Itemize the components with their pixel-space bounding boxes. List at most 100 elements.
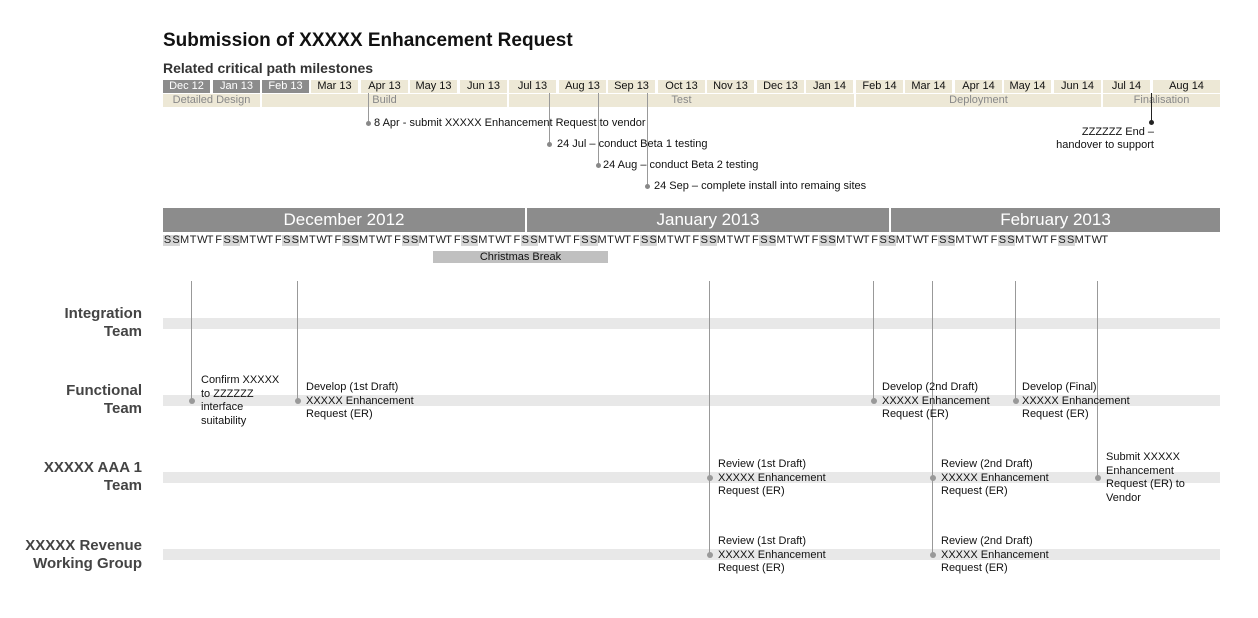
event-label-line: XXXXX Enhancement	[306, 394, 414, 407]
event-label-line: XXXXX Enhancement	[882, 394, 990, 407]
calendar-day: F	[811, 234, 819, 246]
calendar-day: T	[905, 234, 912, 246]
calendar-day: W	[614, 234, 625, 246]
calendar-day: M	[478, 234, 487, 246]
calendar-day: S	[946, 234, 956, 246]
calendar-day: F	[334, 234, 342, 246]
event-label-submit: Submit XXXXX Enhancement Request (ER) to…	[1106, 451, 1185, 505]
event-line	[297, 281, 298, 401]
event-label-line: Request (ER)	[718, 562, 785, 574]
milestone-label: 24 Aug – conduct Beta 2 testing	[603, 159, 759, 171]
event-line	[191, 281, 192, 401]
calendar-month-jan: January 2013	[527, 208, 889, 232]
month-cell: Jul 13	[509, 80, 556, 93]
event-marker	[1013, 398, 1019, 404]
milestone-marker	[366, 121, 371, 126]
event-label-develop-1st: Develop (1st Draft) XXXXX Enhancement Re…	[306, 381, 414, 422]
calendar-day: W	[793, 234, 804, 246]
calendar-day: W	[1032, 234, 1042, 246]
calendar-day: W	[197, 234, 207, 246]
event-marker	[871, 398, 877, 404]
calendar-day: M	[537, 234, 547, 246]
calendar-day: S	[827, 234, 837, 246]
calendar-day: M	[657, 234, 666, 246]
month-cell: Jan 13	[213, 80, 260, 93]
event-marker	[707, 475, 713, 481]
calendar-day: S	[887, 234, 896, 246]
team-label-integration: Integration Team	[0, 305, 143, 341]
event-label-review-2nd-aaa: Review (2nd Draft) XXXXX Enhancement Req…	[941, 458, 1049, 499]
calendar-day: S	[708, 234, 717, 246]
calendar-day: T	[666, 234, 674, 246]
team-label-line: Functional	[66, 382, 142, 399]
calendar-day: M	[358, 234, 368, 246]
calendar-day: F	[513, 234, 520, 246]
calendar-day: T	[368, 234, 376, 246]
calendar-day: M	[955, 234, 965, 246]
calendar-day: M	[180, 234, 189, 246]
calendar-day: T	[862, 234, 870, 246]
event-line	[1097, 281, 1098, 478]
month-cell: Sep 13	[608, 80, 655, 93]
calendar-day: T	[743, 234, 751, 246]
calendar-day: T	[326, 234, 333, 246]
event-marker	[295, 398, 301, 404]
calendar-day: F	[573, 234, 580, 246]
calendar-day: S	[1006, 234, 1015, 246]
calendar-day: M	[597, 234, 607, 246]
event-label-line: Review (2nd Draft)	[941, 458, 1033, 470]
calendar-day: S	[163, 234, 172, 246]
event-line	[932, 281, 933, 555]
calendar-day: W	[912, 234, 923, 246]
team-label-line: Working Group	[33, 555, 142, 572]
month-cell: Jan 14	[806, 80, 853, 93]
event-label-line: Develop (1st Draft)	[306, 381, 399, 393]
month-cell: May 13	[410, 80, 457, 93]
calendar-day: T	[683, 234, 691, 246]
calendar-day: T	[1101, 234, 1108, 246]
month-cell: Apr 14	[955, 80, 1002, 93]
calendar-day: T	[1024, 234, 1032, 246]
event-line	[1015, 281, 1016, 401]
milestone-connector	[1151, 93, 1152, 123]
event-label-line: Develop (2nd Draft)	[882, 381, 978, 393]
calendar-day: M	[895, 234, 905, 246]
event-label-line: interface	[201, 401, 244, 413]
calendar-day: S	[461, 234, 470, 246]
event-label-line: to ZZZZZZ	[201, 387, 254, 400]
calendar-day: T	[487, 234, 495, 246]
event-label-line: Request (ER)	[882, 408, 949, 420]
calendar-day: T	[786, 234, 793, 246]
calendar-day: S	[640, 234, 649, 246]
team-label-line: Team	[103, 477, 142, 494]
month-cell: Mar 14	[905, 80, 952, 93]
milestone-label: 8 Apr - submit XXXXX Enhancement Request…	[374, 117, 646, 129]
event-label-review-1st-aaa: Review (1st Draft) XXXXX Enhancement Req…	[718, 458, 826, 499]
event-label-line: Develop (Final)	[1022, 381, 1097, 393]
phase-finalisation: Finalisation	[1103, 94, 1220, 107]
calendar-day: M	[299, 234, 308, 246]
month-cell: Aug 13	[559, 80, 606, 93]
calendar-day: T	[385, 234, 393, 246]
calendar-day: S	[699, 234, 709, 246]
calendar-day: T	[189, 234, 197, 246]
calendar-day: F	[1050, 234, 1057, 246]
team-label-aaa1: XXXXX AAA 1 Team	[0, 459, 142, 495]
event-line	[709, 281, 710, 555]
calendar-day: W	[853, 234, 863, 246]
calendar-day: W	[733, 234, 744, 246]
team-label-functional: Functional Team	[0, 382, 142, 418]
event-marker	[930, 475, 936, 481]
calendar-day: F	[394, 234, 401, 246]
calendar-day: M	[776, 234, 786, 246]
calendar-day: M	[716, 234, 726, 246]
event-label-line: Review (2nd Draft)	[941, 535, 1033, 547]
calendar-day: S	[819, 234, 828, 246]
calendar-day: F	[871, 234, 878, 246]
calendar-day: F	[990, 234, 998, 246]
event-label-line: Request (ER) to	[1106, 478, 1185, 490]
phase-detailed-design: Detailed Design	[163, 94, 260, 107]
month-cell: Feb 14	[856, 80, 903, 93]
milestones-subtitle: Related critical path milestones	[163, 60, 374, 76]
month-cell: Dec 13	[757, 80, 804, 93]
